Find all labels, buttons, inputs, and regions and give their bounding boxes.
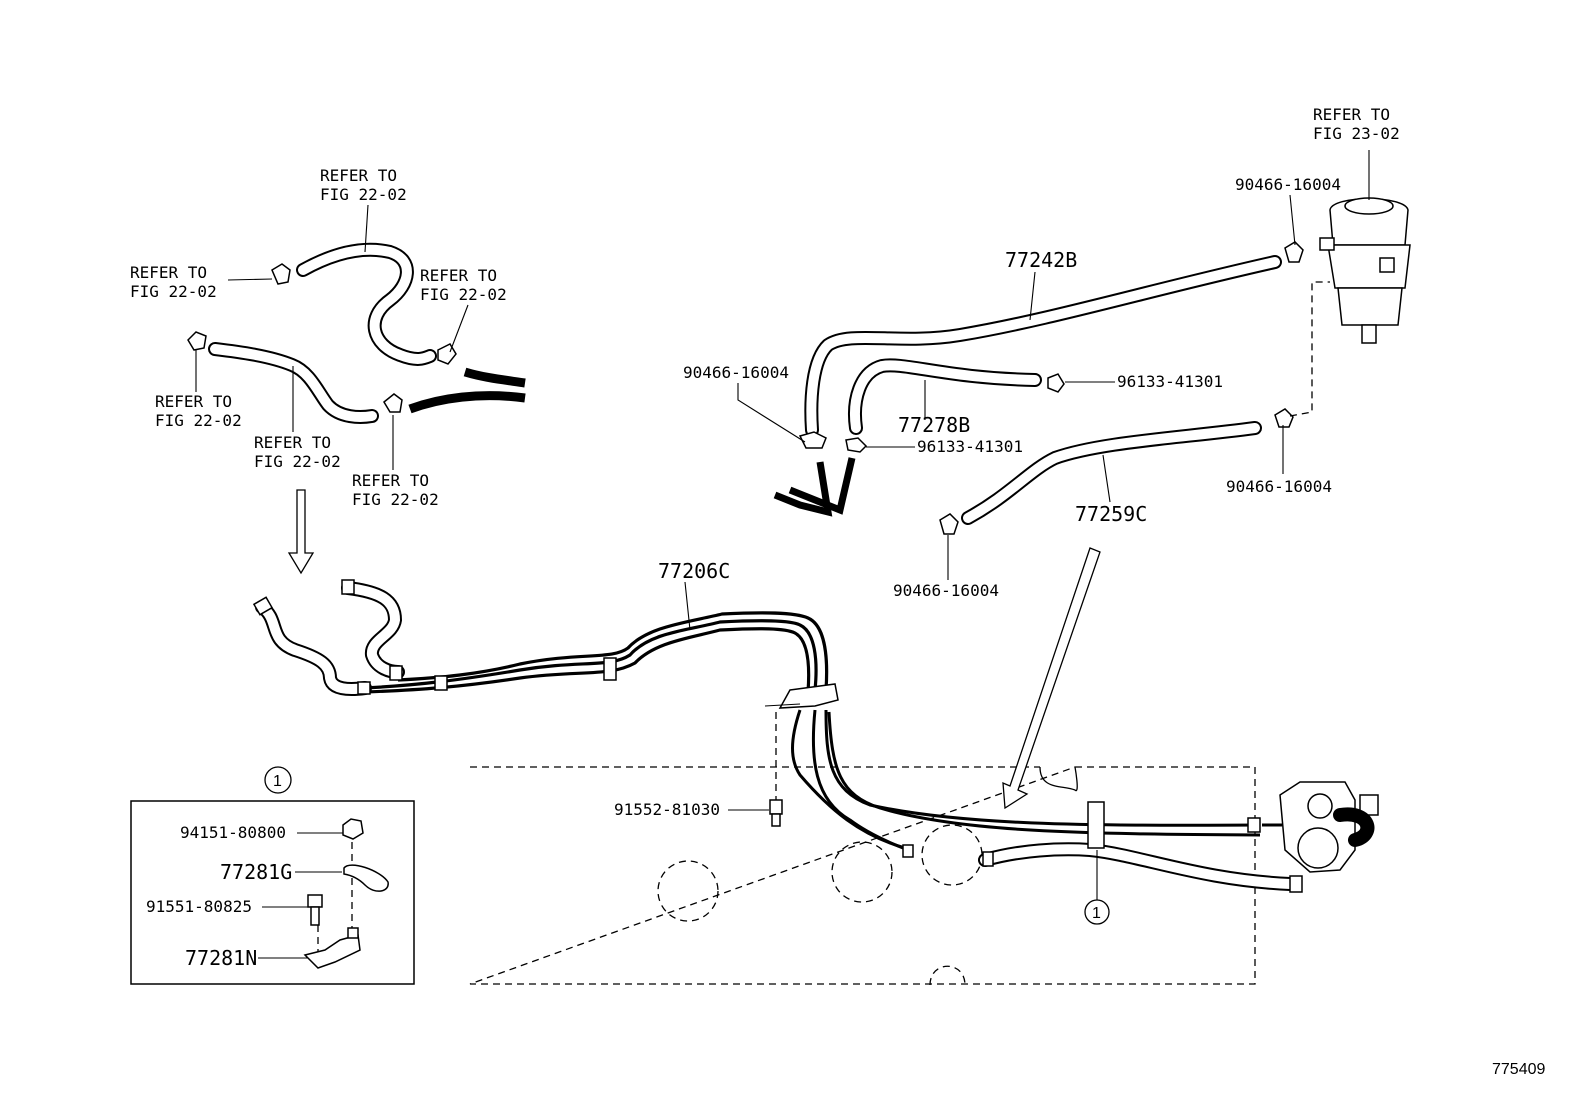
clamp-icon [437, 343, 457, 365]
illustration-id: 775409 [1492, 1061, 1545, 1078]
part-number[interactable]: 91552-81030 [614, 800, 720, 819]
clamp-icon [343, 864, 389, 892]
part-number[interactable]: 90466-16004 [1226, 477, 1332, 496]
part-number[interactable]: 94151-80800 [180, 823, 286, 842]
refer-label: FIG 22-02 [420, 285, 507, 304]
refer-label: REFER TO [130, 263, 207, 282]
part-number[interactable]: 77278B [898, 413, 970, 437]
fuel-tank-outline [469, 766, 1297, 986]
clamp-icon [1047, 373, 1065, 393]
part-number[interactable]: 77206C [658, 559, 730, 583]
refer-label: FIG 22-02 [352, 490, 439, 509]
part-number[interactable]: 96133-41301 [917, 437, 1023, 456]
refer-label: FIG 23-02 [1313, 124, 1400, 143]
labels: REFER TO FIG 22-02 REFER TO FIG 22-02 RE… [130, 105, 1545, 1078]
refer-label: REFER TO [320, 166, 397, 185]
callout-number: 1 [273, 773, 282, 790]
part-number[interactable]: 90466-16004 [893, 581, 999, 600]
refer-label: FIG 22-02 [155, 411, 242, 430]
direction-arrow-icon [287, 489, 315, 575]
detail-box [130, 766, 415, 985]
refer-label: REFER TO [420, 266, 497, 285]
part-number[interactable]: 77281G [220, 860, 292, 884]
upper-left-hoses [187, 204, 526, 470]
refer-label: FIG 22-02 [254, 452, 341, 471]
clamp-icon [383, 393, 403, 413]
refer-label: REFER TO [1313, 105, 1390, 124]
fuel-pump-assembly [1247, 781, 1379, 893]
bracket-icon [303, 934, 361, 969]
part-number[interactable]: 77242B [1005, 248, 1077, 272]
clamp-icon [271, 263, 291, 285]
refer-label: REFER TO [155, 392, 232, 411]
callout-number: 1 [1092, 905, 1101, 922]
refer-label: FIG 22-02 [130, 282, 217, 301]
part-number[interactable]: 91551-80825 [146, 897, 252, 916]
part-number[interactable]: 96133-41301 [1117, 372, 1223, 391]
part-number[interactable]: 77259C [1075, 502, 1147, 526]
bolt-icon [307, 894, 323, 908]
fuel-tube-assembly [252, 579, 1261, 852]
clamp-icon [1274, 408, 1294, 428]
upper-right-hoses [737, 194, 1330, 580]
canister-icon [1319, 150, 1411, 344]
refer-label: REFER TO [254, 433, 331, 452]
clamp-icon [939, 513, 959, 535]
part-number[interactable]: 90466-16004 [683, 363, 789, 382]
clamp-icon [845, 437, 868, 453]
nut-icon [342, 818, 364, 840]
direction-arrow-icon [1002, 547, 1101, 810]
clamp-icon [187, 331, 207, 351]
bolt-icon [728, 712, 783, 827]
refer-label: FIG 22-02 [320, 185, 407, 204]
refer-label: REFER TO [352, 471, 429, 490]
part-number[interactable]: 77281N [185, 946, 257, 970]
clamp-icon [1284, 241, 1304, 263]
part-number[interactable]: 90466-16004 [1235, 175, 1341, 194]
clamp-icon [798, 431, 827, 449]
